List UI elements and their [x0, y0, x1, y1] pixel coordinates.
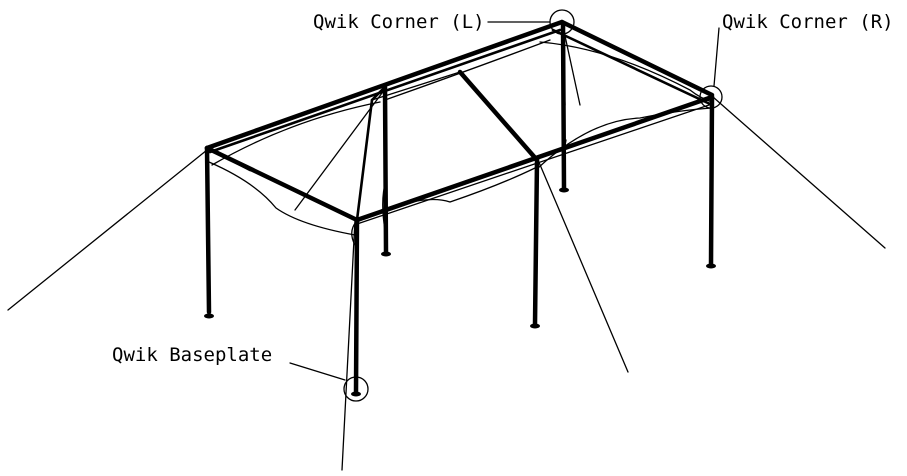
legs: [204, 21, 715, 395]
baseplate-label: Qwik Baseplate: [112, 344, 272, 366]
roof-frame: [204, 19, 715, 225]
guy-ropes: [7, 92, 886, 471]
corner-right-leader: [713, 27, 720, 87]
corner-right-label: Qwik Corner (R): [722, 11, 894, 33]
base-plates: [204, 187, 716, 397]
baseplate-marker: [343, 376, 369, 402]
corner-right-marker: [699, 85, 723, 109]
corner-left-label: Qwik Corner (L): [313, 11, 485, 33]
baseplate-leader: [289, 362, 346, 381]
